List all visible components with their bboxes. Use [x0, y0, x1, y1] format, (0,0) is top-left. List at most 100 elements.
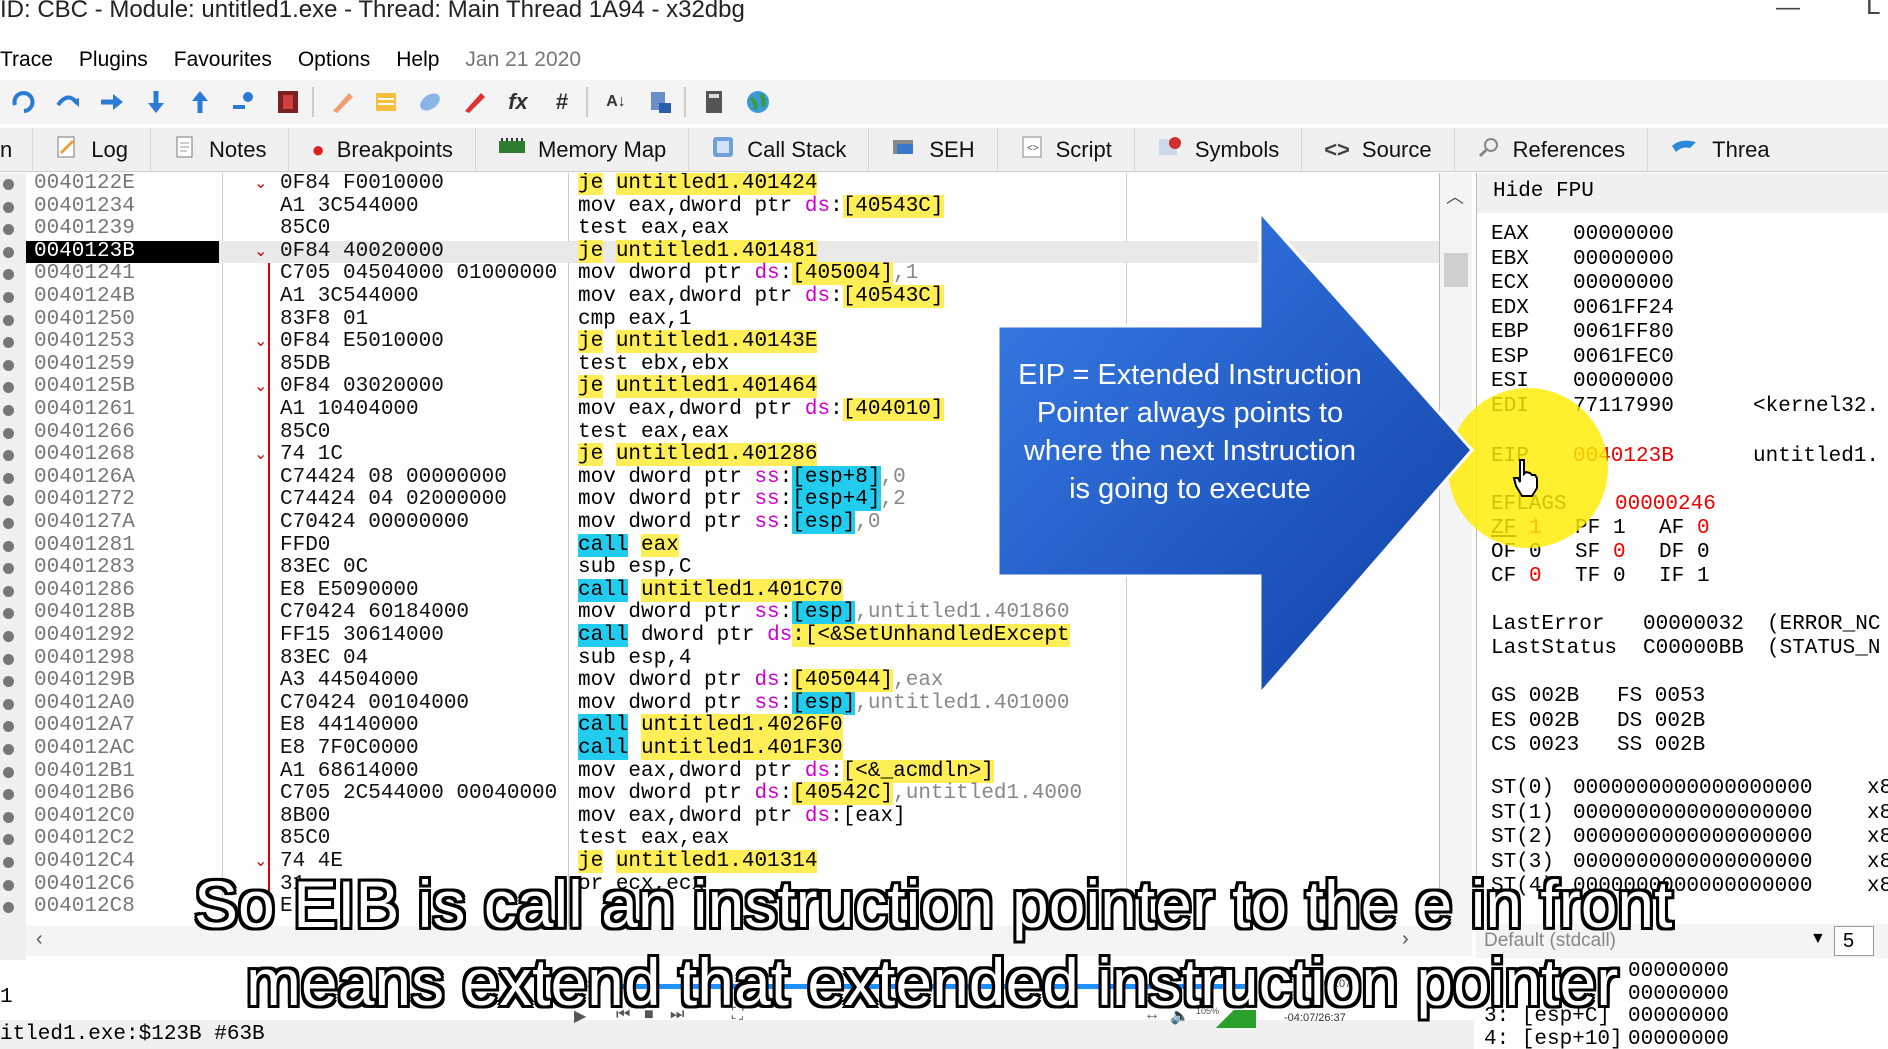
- tab-cpu[interactable]: n: [0, 127, 34, 172]
- tab-seh[interactable]: SEH: [869, 127, 998, 172]
- hash-icon[interactable]: #: [555, 89, 569, 114]
- disassembly-vertical-scrollbar[interactable]: ︿: [1440, 173, 1472, 928]
- tab-memory-map[interactable]: Memory Map: [476, 127, 690, 172]
- menu-options[interactable]: Options: [297, 48, 371, 71]
- dump-panel[interactable]: 1: [0, 960, 1474, 1018]
- breakpoint-marker[interactable]: [3, 472, 14, 484]
- calling-convention-select[interactable]: Default (stdcall): [1484, 930, 1616, 951]
- volume-slider[interactable]: [1194, 1010, 1256, 1028]
- breakpoint-marker[interactable]: [3, 834, 14, 846]
- menu-help[interactable]: Help: [396, 48, 440, 71]
- breakpoint-marker[interactable]: [3, 427, 14, 439]
- scroll-left-icon[interactable]: ‹: [36, 928, 43, 950]
- breakpoint-marker[interactable]: [3, 540, 14, 552]
- bookmark-icon[interactable]: [416, 88, 444, 116]
- breakpoint-marker[interactable]: [3, 631, 14, 642]
- restart-icon[interactable]: [10, 88, 38, 116]
- tab-symbols[interactable]: Symbols: [1135, 127, 1303, 172]
- fullscreen-icon[interactable]: ⛶: [732, 1006, 744, 1023]
- breakpoint-marker[interactable]: [3, 314, 14, 326]
- breakpoint-marker[interactable]: [3, 359, 14, 371]
- close-button[interactable]: L: [1866, 0, 1881, 20]
- next-icon[interactable]: ⏭: [670, 1006, 685, 1023]
- breakpoint-marker[interactable]: [3, 518, 14, 529]
- breakpoint-marker[interactable]: [3, 902, 14, 914]
- breakpoint-marker[interactable]: [3, 405, 14, 416]
- step-over-icon[interactable]: [54, 88, 82, 116]
- breakpoint-marker[interactable]: [3, 292, 14, 303]
- tab-log[interactable]: Log: [33, 127, 151, 172]
- play-icon[interactable]: ▶: [574, 1008, 587, 1025]
- breakpoint-icon[interactable]: [460, 88, 488, 116]
- breakpoint-marker[interactable]: [3, 563, 14, 575]
- argument-count-input[interactable]: 5: [1834, 926, 1874, 956]
- volume-icon[interactable]: 🔈: [1170, 1008, 1190, 1025]
- tab-breakpoints[interactable]: ●Breakpoints: [289, 127, 476, 172]
- disassembly-horizontal-scrollbar[interactable]: ‹ ›: [26, 926, 1472, 956]
- breakpoint-marker[interactable]: [3, 246, 14, 258]
- breakpoint-marker[interactable]: [3, 382, 14, 394]
- breakpoint-marker[interactable]: [3, 450, 14, 462]
- labels-icon[interactable]: [372, 88, 400, 116]
- chevron-down-icon[interactable]: ▼: [1810, 930, 1826, 947]
- breakpoint-marker[interactable]: [3, 789, 14, 801]
- tab-references[interactable]: References: [1455, 127, 1649, 172]
- step-out-icon[interactable]: [142, 88, 170, 116]
- scroll-thumb[interactable]: [1444, 253, 1468, 287]
- breakpoint-marker[interactable]: [3, 269, 14, 281]
- breakpoint-marker[interactable]: [3, 585, 14, 597]
- patch-icon[interactable]: [646, 88, 674, 116]
- stop-icon[interactable]: ■: [644, 1006, 654, 1023]
- breakpoint-gutter[interactable]: [0, 173, 26, 963]
- font-icon[interactable]: A↓: [606, 93, 626, 110]
- tab-threads[interactable]: Threa: [1648, 128, 1791, 172]
- breakpoint-marker[interactable]: [3, 811, 14, 823]
- execute-till-return-icon[interactable]: [186, 88, 214, 116]
- scroll-up-icon[interactable]: ︿: [1446, 187, 1464, 207]
- globe-icon[interactable]: [744, 88, 772, 116]
- previous-icon[interactable]: ⏮: [616, 1006, 631, 1023]
- tab-call-stack[interactable]: Call Stack: [689, 127, 870, 172]
- breakpoint-marker[interactable]: [3, 857, 14, 868]
- hide-fpu-button[interactable]: Hide FPU: [1477, 173, 1888, 213]
- breakpoint-marker[interactable]: [3, 608, 14, 620]
- function-icon[interactable]: fx: [508, 89, 528, 114]
- stop-icon[interactable]: [274, 88, 302, 116]
- minimize-button[interactable]: —: [1776, 0, 1800, 21]
- breakpoint-marker[interactable]: [3, 766, 14, 778]
- breakpoint-marker[interactable]: [3, 721, 14, 733]
- breakpoint-marker[interactable]: [3, 201, 14, 213]
- breakpoint-marker[interactable]: [3, 653, 14, 665]
